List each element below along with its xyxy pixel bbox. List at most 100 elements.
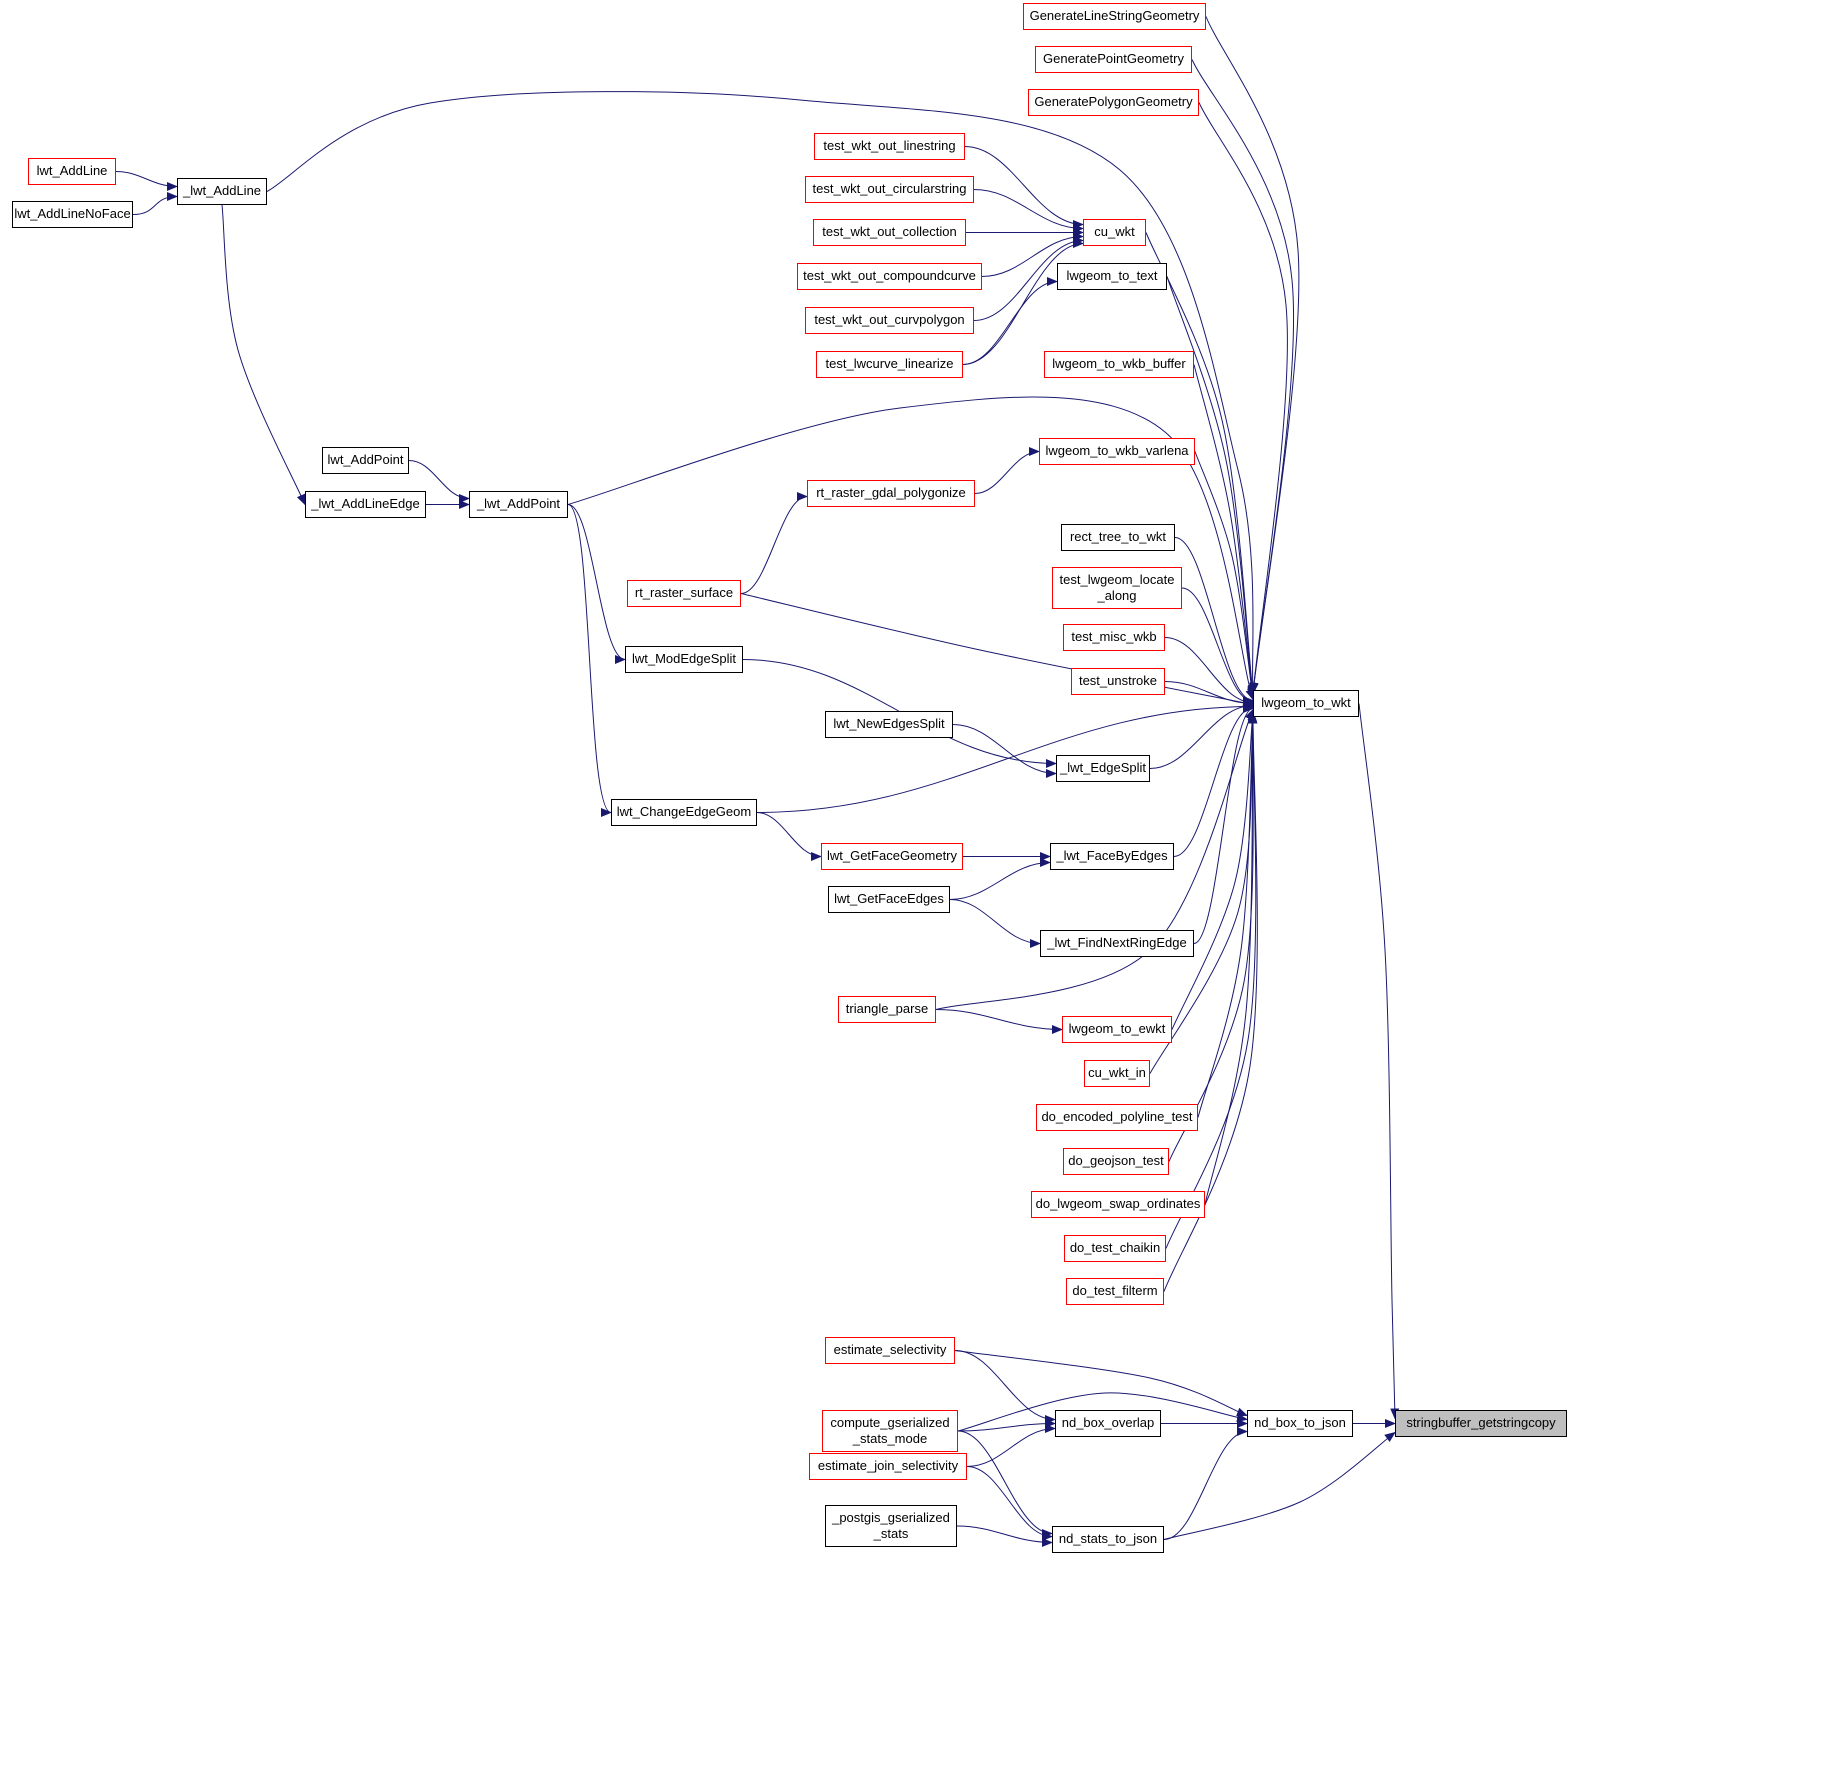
graph-node-nd_stats_to_json[interactable]: nd_stats_to_json <box>1052 1526 1164 1553</box>
call-edge-test_wkt_out_linestring--cu_wkt <box>964 146 1084 229</box>
call-edge-lwt_NewEdgesSplit--_lwt_EdgeSplit <box>952 724 1057 778</box>
call-edge-rt_raster_surface--lwgeom_to_wkt <box>740 593 1254 707</box>
graph-node-lwt_GetFaceEdges[interactable]: lwt_GetFaceEdges <box>828 886 950 913</box>
call-edge-lwt_GetFaceEdges--_lwt_FindNextRingEdge <box>949 899 1041 948</box>
call-edge-_lwt_FaceByEdges--lwgeom_to_wkt <box>1173 703 1254 857</box>
call-edge-GeneratePointGeometry--lwgeom_to_wkt <box>1191 59 1295 695</box>
graph-node-do_test_filterm[interactable]: do_test_filterm <box>1066 1278 1164 1305</box>
graph-node-lwgeom_to_wkt[interactable]: lwgeom_to_wkt <box>1253 690 1359 717</box>
graph-node-_lwt_EdgeSplit[interactable]: _lwt_EdgeSplit <box>1056 755 1150 782</box>
graph-node-cu_wkt[interactable]: cu_wkt <box>1083 219 1146 246</box>
graph-node-lwt_ChangeEdgeGeom[interactable]: lwt_ChangeEdgeGeom <box>611 799 757 826</box>
call-edge-test_unstroke--lwgeom_to_wkt <box>1164 681 1254 708</box>
graph-node-lwt_AddLine[interactable]: lwt_AddLine <box>28 158 116 185</box>
graph-node-test_wkt_out_compoundcurve[interactable]: test_wkt_out_compoundcurve <box>797 263 982 290</box>
call-edge-test_lwgeom_locate_along--lwgeom_to_wkt <box>1181 587 1254 706</box>
graph-node-_lwt_AddLine[interactable]: _lwt_AddLine <box>177 178 267 205</box>
call-edge-test_wkt_out_circularstring--cu_wkt <box>973 189 1084 233</box>
graph-node-rect_tree_to_wkt[interactable]: rect_tree_to_wkt <box>1061 524 1175 551</box>
graph-node-test_lwgeom_locate_along[interactable]: test_lwgeom_locate _along <box>1052 567 1182 609</box>
graph-node-lwgeom_to_wkb_varlena[interactable]: lwgeom_to_wkb_varlena <box>1039 438 1195 465</box>
call-edge-lwt_GetFaceEdges--_lwt_FaceByEdges <box>949 858 1051 900</box>
graph-node-do_test_chaikin[interactable]: do_test_chaikin <box>1064 1235 1166 1262</box>
call-edge-lwgeom_to_wkb_varlena--lwgeom_to_wkt <box>1194 451 1256 700</box>
graph-node-rt_raster_surface[interactable]: rt_raster_surface <box>627 580 741 607</box>
call-edge-_lwt_FindNextRingEdge--lwgeom_to_wkt <box>1193 704 1254 944</box>
call-edge-nd_stats_to_json--nd_box_to_json <box>1163 1427 1248 1540</box>
graph-node-lwgeom_to_ewkt[interactable]: lwgeom_to_ewkt <box>1062 1016 1172 1043</box>
call-edge-_lwt_AddPoint--lwt_ChangeEdgeGeom <box>567 504 612 817</box>
call-edge-_lwt_AddLine--lwgeom_to_wkt <box>266 91 1257 696</box>
graph-node-test_wkt_out_linestring[interactable]: test_wkt_out_linestring <box>814 133 965 160</box>
call-edge-lwgeom_to_wkt--stringbuffer_getstringcopy <box>1358 703 1400 1420</box>
call-edge-test_wkt_out_compoundcurve--cu_wkt <box>981 232 1084 277</box>
graph-node-triangle_parse[interactable]: triangle_parse <box>838 996 936 1023</box>
graph-node-GeneratePointGeometry[interactable]: GeneratePointGeometry <box>1035 46 1192 73</box>
graph-node-estimate_selectivity[interactable]: estimate_selectivity <box>825 1337 955 1364</box>
graph-node-rt_raster_gdal_polygonize[interactable]: rt_raster_gdal_polygonize <box>807 480 975 507</box>
call-edge-do_lwgeom_swap_ordinates--lwgeom_to_wkt <box>1204 711 1258 1205</box>
call-edge-estimate_join_selectivity--nd_stats_to_json <box>966 1466 1053 1541</box>
graph-node-test_wkt_out_curvpolygon[interactable]: test_wkt_out_curvpolygon <box>805 307 974 334</box>
graph-node-nd_box_overlap[interactable]: nd_box_overlap <box>1055 1410 1161 1437</box>
call-edge-estimate_join_selectivity--nd_box_overlap <box>966 1424 1056 1467</box>
call-edge-_lwt_AddPoint--lwt_ModEdgeSplit <box>567 504 626 664</box>
call-edge-estimate_selectivity--nd_box_to_json <box>954 1350 1248 1417</box>
graph-node-estimate_join_selectivity[interactable]: estimate_join_selectivity <box>809 1453 967 1480</box>
call-edge-compute_gserialized_stats_mode--nd_stats_to_json <box>957 1430 1053 1538</box>
call-edge-test_misc_wkb--lwgeom_to_wkt <box>1164 637 1254 707</box>
call-edge-GeneratePolygonGeometry--lwgeom_to_wkt <box>1198 102 1288 695</box>
graph-node-GenerateLineStringGeometry[interactable]: GenerateLineStringGeometry <box>1023 3 1206 30</box>
graph-node-_postgis_gserialized_stats[interactable]: _postgis_gserialized _stats <box>825 1505 957 1547</box>
call-edge-do_test_filterm--lwgeom_to_wkt <box>1163 712 1258 1292</box>
call-edge-lwgeom_to_wkb_buffer--lwgeom_to_wkt <box>1193 364 1257 699</box>
graph-node-test_wkt_out_circularstring[interactable]: test_wkt_out_circularstring <box>805 176 974 203</box>
graph-node-test_unstroke[interactable]: test_unstroke <box>1071 668 1165 695</box>
call-edge-rect_tree_to_wkt--lwgeom_to_wkt <box>1174 537 1254 705</box>
graph-node-GeneratePolygonGeometry[interactable]: GeneratePolygonGeometry <box>1028 89 1199 116</box>
call-edge-triangle_parse--lwgeom_to_ewkt <box>935 1009 1063 1034</box>
graph-node-lwt_AddLineNoFace[interactable]: lwt_AddLineNoFace <box>12 201 133 228</box>
call-edge-lwgeom_to_ewkt--lwgeom_to_wkt <box>1171 709 1257 1030</box>
call-edge-_lwt_AddPoint--lwgeom_to_wkt <box>567 396 1255 701</box>
graph-node-do_geojson_test[interactable]: do_geojson_test <box>1063 1148 1169 1175</box>
call-edge-_lwt_AddLine--_lwt_AddLineEdge <box>221 204 306 506</box>
graph-node-lwt_NewEdgesSplit[interactable]: lwt_NewEdgesSplit <box>825 711 953 738</box>
graph-node-_lwt_AddLineEdge[interactable]: _lwt_AddLineEdge <box>305 491 426 518</box>
graph-node-test_lwcurve_linearize[interactable]: test_lwcurve_linearize <box>816 351 963 378</box>
graph-node-compute_gserialized_stats_mode[interactable]: compute_gserialized _stats_mode <box>822 1410 958 1452</box>
graph-node-do_encoded_polyline_test[interactable]: do_encoded_polyline_test <box>1036 1104 1198 1131</box>
call-edge-estimate_selectivity--nd_box_overlap <box>954 1350 1056 1424</box>
call-edge-lwt_ChangeEdgeGeom--lwt_GetFaceGeometry <box>756 812 822 861</box>
call-edge-lwgeom_to_text--lwgeom_to_wkt <box>1166 276 1257 698</box>
graph-node-cu_wkt_in[interactable]: cu_wkt_in <box>1084 1060 1150 1087</box>
graph-node-lwt_ModEdgeSplit[interactable]: lwt_ModEdgeSplit <box>625 646 743 673</box>
graph-node-nd_box_to_json[interactable]: nd_box_to_json <box>1247 1410 1353 1437</box>
call-edge-_postgis_gserialized_stats--nd_stats_to_json <box>956 1525 1053 1547</box>
graph-node-lwgeom_to_wkb_buffer[interactable]: lwgeom_to_wkb_buffer <box>1044 351 1194 378</box>
graph-node-lwt_GetFaceGeometry[interactable]: lwt_GetFaceGeometry <box>821 843 963 870</box>
call-edge-lwt_AddLine--_lwt_AddLine <box>115 171 178 191</box>
call-edge-rt_raster_gdal_polygonize--lwgeom_to_wkb_varlena <box>974 447 1040 494</box>
call-edge-test_wkt_out_curvpolygon--cu_wkt <box>973 236 1084 321</box>
graph-node-test_wkt_out_collection[interactable]: test_wkt_out_collection <box>813 219 966 246</box>
call-edge-test_lwcurve_linearize--lwgeom_to_text <box>962 277 1058 365</box>
call-edge-do_test_chaikin--lwgeom_to_wkt <box>1165 712 1258 1249</box>
call-edge-lwt_AddLineNoFace--_lwt_AddLine <box>132 192 178 215</box>
graph-node-_lwt_FindNextRingEdge[interactable]: _lwt_FindNextRingEdge <box>1040 930 1194 957</box>
graph-node-lwgeom_to_text[interactable]: lwgeom_to_text <box>1057 263 1167 290</box>
call-edge-lwt_AddPoint--_lwt_AddPoint <box>408 460 470 503</box>
call-edge-rt_raster_surface--rt_raster_gdal_polygonize <box>740 492 808 594</box>
graph-node-lwt_AddPoint[interactable]: lwt_AddPoint <box>322 447 409 474</box>
graph-node-do_lwgeom_swap_ordinates[interactable]: do_lwgeom_swap_ordinates <box>1031 1191 1205 1218</box>
call-edge-nd_stats_to_json--stringbuffer_getstringcopy <box>1163 1431 1396 1540</box>
call-edge-_lwt_EdgeSplit--lwgeom_to_wkt <box>1149 701 1254 769</box>
call-edge-do_encoded_polyline_test--lwgeom_to_wkt <box>1197 710 1257 1118</box>
graph-node-_lwt_AddPoint[interactable]: _lwt_AddPoint <box>469 491 568 518</box>
call-edge-compute_gserialized_stats_mode--nd_box_overlap <box>957 1419 1056 1432</box>
graph-node-_lwt_FaceByEdges[interactable]: _lwt_FaceByEdges <box>1050 843 1174 870</box>
graph-node-test_misc_wkb[interactable]: test_misc_wkb <box>1063 624 1165 651</box>
call-edge-compute_gserialized_stats_mode--nd_box_to_json <box>957 1392 1248 1432</box>
